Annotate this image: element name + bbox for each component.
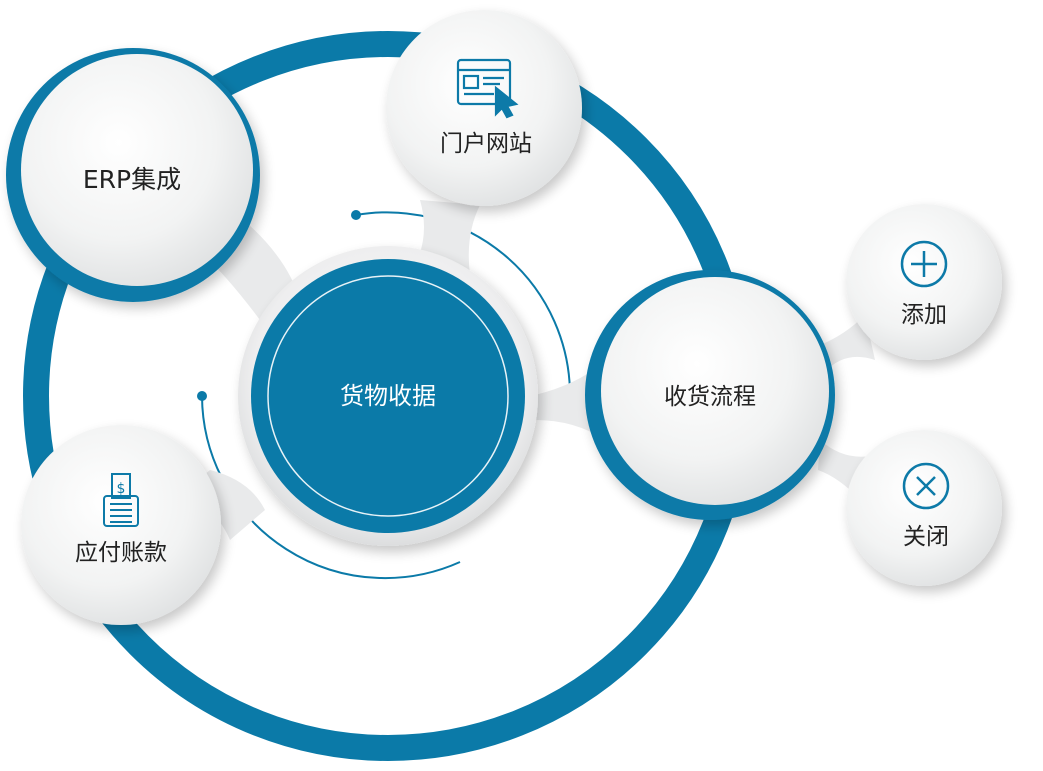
arc-dot-left [197,391,207,401]
hub-label: 货物收据 [340,382,436,410]
close-button[interactable]: 关闭 [846,430,1002,586]
calculator-receipt-icon: $ [103,473,139,527]
web-page-cursor-icon [456,58,519,119]
plus-circle-icon [900,240,948,288]
node-payable[interactable]: $ 应付账款 [21,425,221,625]
arc-dot-top [351,210,361,220]
node-portal[interactable]: 门户网站 [386,10,582,206]
node-erp[interactable]: ERP集成 [6,48,260,302]
node-portal-label: 门户网站 [440,131,532,157]
hub[interactable]: 货物收据 [238,246,538,546]
node-payable-label: 应付账款 [75,540,167,566]
add-button[interactable]: 添加 [846,204,1002,360]
inner-arc-left [201,395,461,580]
node-erp-label: ERP集成 [83,165,181,194]
add-label: 添加 [901,302,947,328]
node-receiving[interactable]: 收货流程 [585,270,835,520]
close-label: 关闭 [903,524,949,550]
node-receiving-label: 收货流程 [664,384,756,410]
inner-arc-top [355,211,571,396]
svg-text:$: $ [117,481,126,497]
x-circle-icon [902,462,950,510]
